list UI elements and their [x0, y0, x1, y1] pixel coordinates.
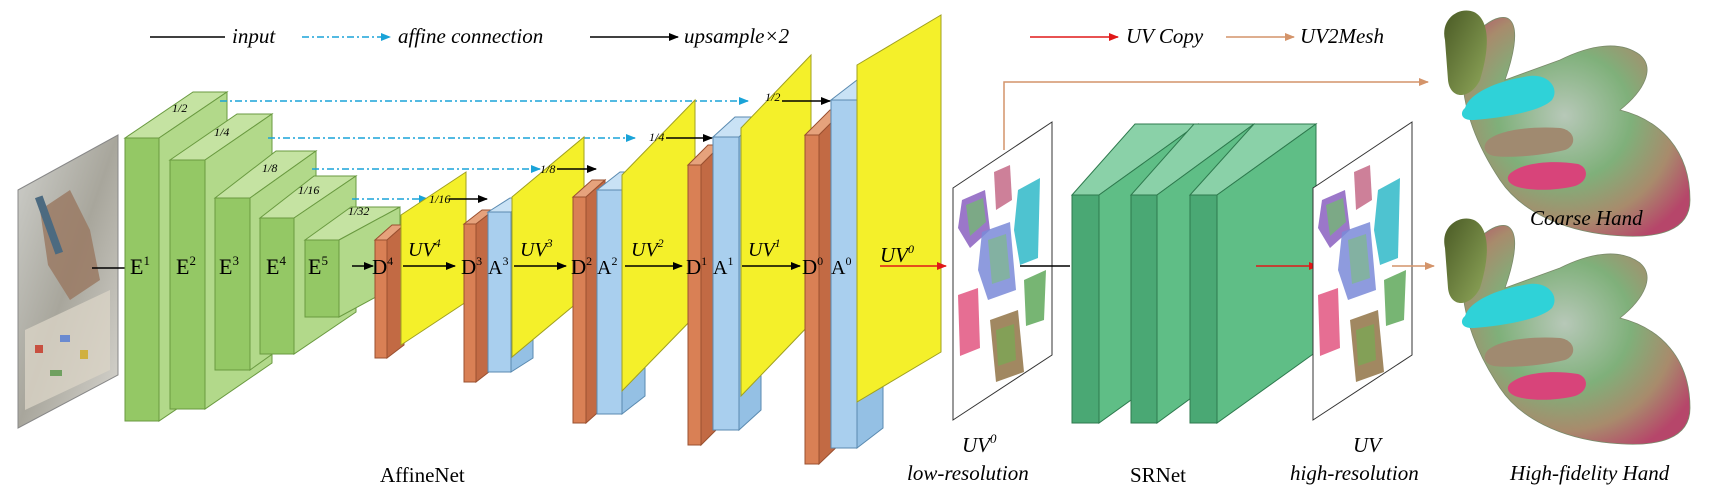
legend-upsample-label: upsample×2	[684, 24, 790, 48]
legend: input affine connection upsample×2 UV Co…	[150, 24, 1384, 48]
scale-label-e4: 1/16	[298, 183, 319, 197]
encoder-label-e4: E4	[266, 253, 286, 279]
legend-affine-label: affine connection	[398, 24, 543, 48]
scale-label-e1: 1/2	[172, 101, 187, 115]
uv-label-uv4: UV4	[408, 236, 441, 261]
scale-label-e3: 1/8	[262, 161, 277, 175]
uv-label-uv0: UV0	[880, 242, 914, 267]
affine-label-a0: A0	[831, 254, 851, 279]
decoder-label-d2: D2	[571, 254, 592, 279]
scale-label-d-1-16: 1/16	[429, 192, 450, 206]
scale-label-e2: 1/4	[214, 125, 229, 139]
coarse-hand-caption: Coarse Hand	[1530, 206, 1643, 230]
encoder-label-e5: E5	[308, 253, 328, 279]
decoder: 1/16 1/8 1/4 1/2 D4 D3 D2 D1 D0 A3 A2 A1…	[372, 14, 947, 466]
uv0-resolution-caption: low-resolution	[907, 461, 1029, 485]
scale-label-d-1-4: 1/4	[649, 130, 664, 144]
uv-label-uv3: UV3	[520, 236, 553, 261]
uv-map-high-resolution	[1312, 121, 1413, 421]
legend-input-label: input	[232, 24, 276, 48]
decoder-label-d0: D0	[802, 254, 823, 279]
legend-uvcopy-label: UV Copy	[1126, 24, 1204, 48]
scale-label-e5: 1/32	[348, 204, 369, 218]
uv-hr-resolution-caption: high-resolution	[1290, 461, 1419, 485]
encoder: E1 E2 E3 E4 E5 1/2 1/4 1/8 1/16 1/32	[123, 91, 401, 422]
affine-connections	[220, 97, 749, 203]
uv-label-uv1: UV1	[748, 236, 781, 261]
uv-hr-caption: UV	[1353, 433, 1383, 457]
uv2mesh-to-coarse-arrow	[1003, 78, 1429, 150]
scale-label-d-1-2: 1/2	[765, 90, 780, 104]
decoder-label-d4: D4	[372, 254, 393, 279]
affinenet-caption: AffineNet	[380, 463, 465, 487]
decoder-label-d3: D3	[461, 254, 482, 279]
coarse-hand	[1444, 10, 1691, 237]
affine-label-a3: A3	[488, 254, 508, 279]
scale-label-d-1-8: 1/8	[540, 162, 555, 176]
high-fidelity-hand	[1444, 218, 1691, 445]
uv0-caption: UV0	[962, 431, 997, 457]
input-image	[17, 134, 119, 429]
srnet-block-3	[1188, 123, 1318, 424]
legend-uv2mesh-label: UV2Mesh	[1300, 24, 1384, 48]
uv-label-uv2: UV2	[631, 236, 664, 261]
decoder-label-d1: D1	[686, 254, 707, 279]
uv-map-low-resolution	[952, 121, 1053, 421]
decoder-block-d4	[373, 223, 406, 360]
encoder-label-e2: E2	[176, 253, 196, 279]
uv-block-uv1	[740, 53, 812, 398]
srnet	[1070, 123, 1318, 424]
encoder-label-e1: E1	[130, 253, 150, 279]
encoder-label-e3: E3	[219, 253, 239, 279]
affine-label-a2: A2	[597, 254, 617, 279]
high-fidelity-hand-caption: High-fidelity Hand	[1509, 461, 1670, 485]
affine-label-a1: A1	[713, 254, 733, 279]
srnet-caption: SRNet	[1130, 463, 1186, 487]
uv-block-uv0	[856, 14, 942, 403]
